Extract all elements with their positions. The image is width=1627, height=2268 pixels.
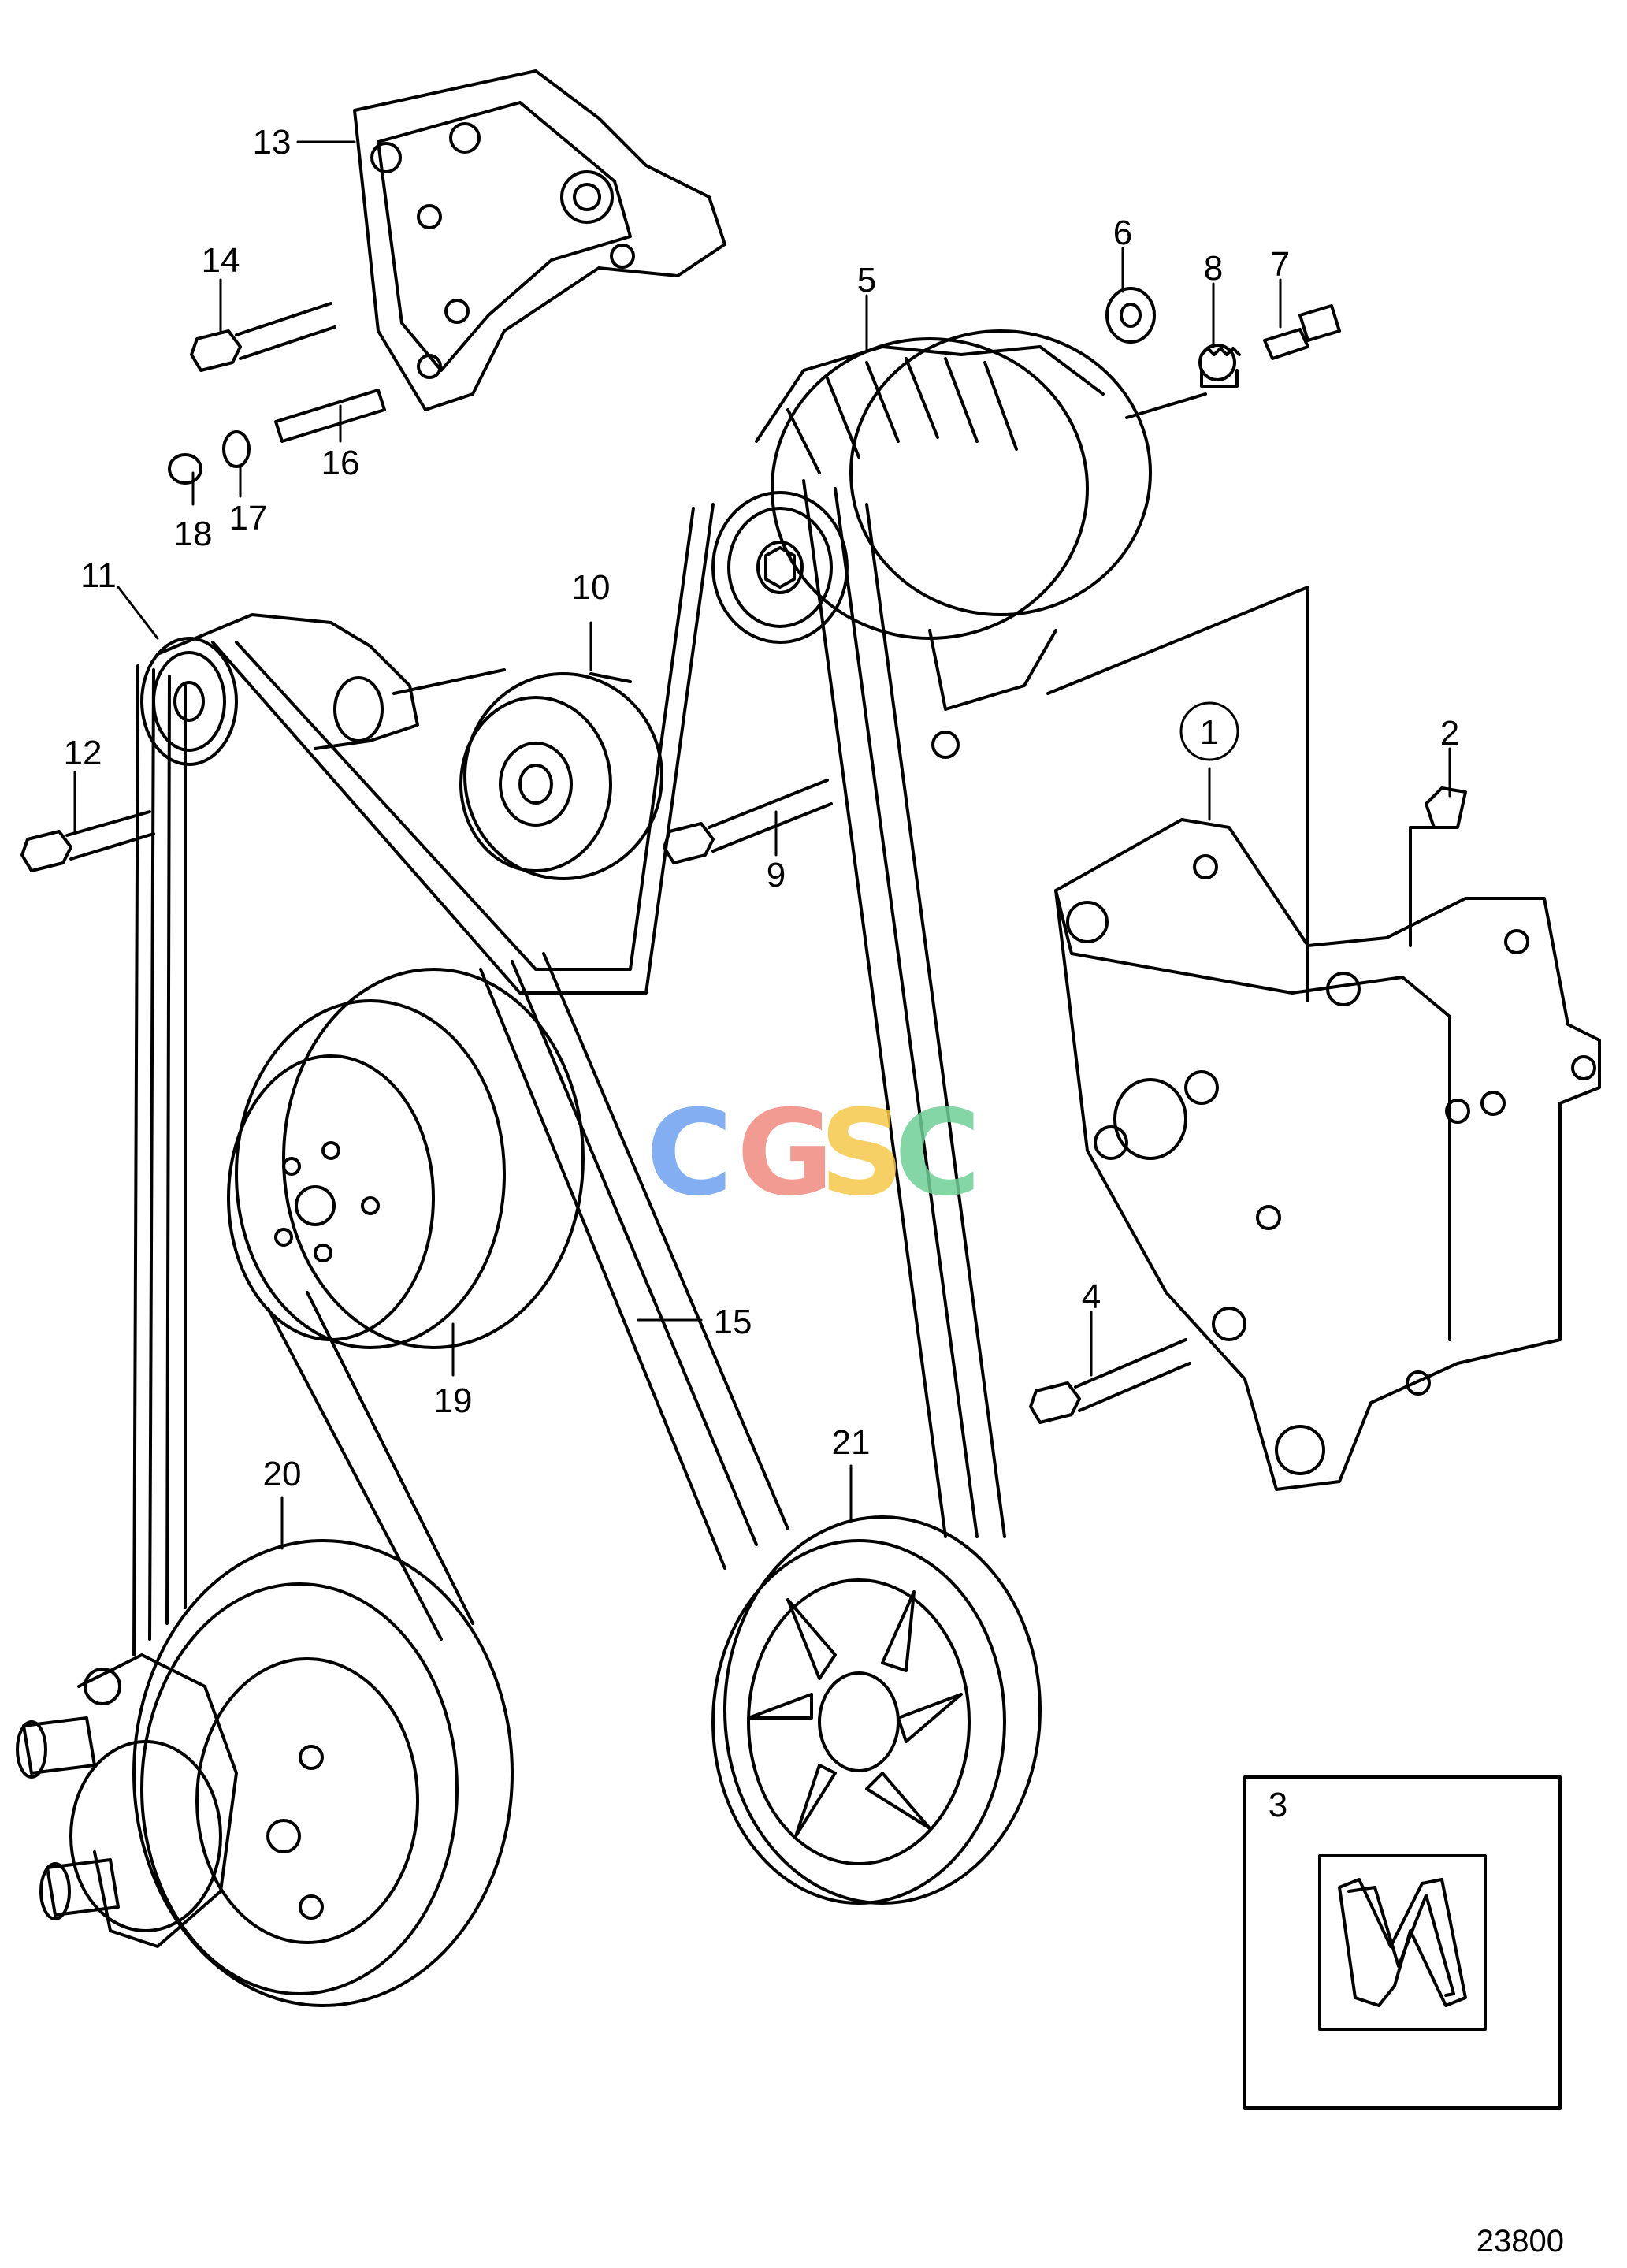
watermark: C G S C — [646, 1085, 981, 1222]
callout-12: 12 — [64, 734, 102, 772]
callout-17: 17 — [229, 499, 268, 537]
callout-6: 6 — [1113, 214, 1132, 252]
callout-21: 21 — [832, 1423, 871, 1462]
water-pump — [16, 1653, 324, 1948]
water-pump-pulley — [132, 1539, 514, 2007]
alternator-pulley — [711, 491, 849, 644]
upper-bracket — [353, 69, 726, 411]
callout-18: 18 — [174, 515, 213, 553]
callout-9: 9 — [767, 856, 786, 894]
idler-pulley — [459, 672, 663, 880]
watermark-letter-c2: C — [894, 1085, 981, 1222]
callout-5: 5 — [857, 261, 876, 299]
callout-3: 3 — [1269, 1786, 1287, 1824]
bolts-and-fasteners — [20, 302, 1191, 1424]
drive-belt — [132, 479, 1006, 1656]
watermark-letter-s: S — [819, 1085, 905, 1222]
watermark-letter-c1: C — [646, 1085, 733, 1222]
callout-15: 15 — [714, 1303, 752, 1341]
callout-20: 20 — [263, 1455, 302, 1493]
callout-14: 14 — [202, 241, 240, 280]
drawing-number: 23800 — [1477, 2224, 1564, 2259]
belt-routing-inset — [1243, 1775, 1562, 2110]
callout-2: 2 — [1440, 714, 1459, 753]
power-steering-pulley — [711, 1515, 1042, 1905]
callout-16: 16 — [321, 444, 360, 482]
crankshaft-pulley — [227, 968, 585, 1349]
alternator-mounting-bracket — [1054, 786, 1601, 1491]
callout-labels: 1 2 3 4 5 6 7 8 9 10 11 12 13 14 15 16 1… — [64, 123, 1460, 1824]
callout-4: 4 — [1082, 1277, 1101, 1316]
watermark-letter-g: G — [737, 1085, 834, 1222]
callout-11: 11 — [80, 556, 117, 595]
callout-7: 7 — [1271, 245, 1290, 284]
callout-leaders — [73, 140, 1451, 1550]
callout-1-circle — [1179, 701, 1239, 761]
callout-10: 10 — [572, 568, 611, 607]
callout-19: 19 — [434, 1381, 473, 1420]
callout-1: 1 — [1200, 713, 1219, 752]
belt-tensioner — [140, 613, 506, 766]
alternator — [755, 329, 1309, 1002]
callout-8: 8 — [1204, 249, 1223, 288]
callout-13: 13 — [253, 123, 292, 162]
alternator-nut-and-washer — [1105, 287, 1341, 388]
